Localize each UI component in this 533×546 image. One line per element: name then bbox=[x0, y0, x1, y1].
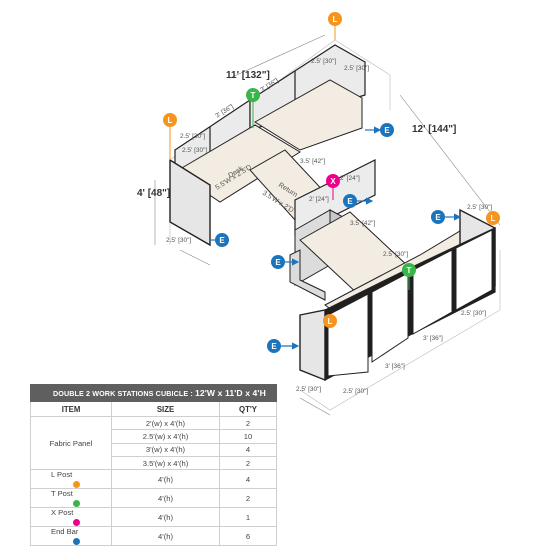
dim-top-1: 2.5' [30"] bbox=[311, 58, 336, 65]
desk-surface-back bbox=[254, 79, 363, 151]
l-post-dot-icon bbox=[73, 480, 80, 488]
table-header-row: ITEM SIZE QT'Y bbox=[30, 401, 277, 417]
workstation-lower bbox=[289, 208, 496, 382]
dim-overall-depth: 12' [144"] bbox=[412, 124, 456, 135]
fabric-size: 2'(w) x 4'(h) bbox=[111, 415, 220, 431]
table-row: End Bar 4'(h) 6 bbox=[30, 526, 277, 546]
x-post-label: X Post bbox=[51, 508, 74, 518]
svg-text:E: E bbox=[275, 258, 281, 267]
l-post-size: 4'(h) bbox=[111, 469, 220, 490]
t-post-label: T Post bbox=[51, 489, 73, 499]
table-title: DOUBLE 2 WORK STATIONS CUBICLE : bbox=[53, 389, 195, 398]
dim-right-2: 2.5' [30"] bbox=[461, 310, 486, 317]
dimension-lines bbox=[154, 34, 501, 416]
fabric-qty: 4 bbox=[219, 442, 277, 457]
fabric-qty: 10 bbox=[219, 429, 277, 444]
dim-right-1: 2.5' [30"] bbox=[467, 204, 492, 211]
fabric-panel-label: Fabric Panel bbox=[30, 415, 112, 471]
l-post-badge-left: L bbox=[163, 113, 177, 160]
panel-left-end-lower bbox=[299, 309, 326, 382]
header-size: SIZE bbox=[111, 401, 220, 417]
t-post-qty: 2 bbox=[219, 488, 277, 509]
svg-text:L: L bbox=[328, 317, 333, 326]
svg-text:E: E bbox=[347, 197, 353, 206]
svg-text:E: E bbox=[435, 213, 441, 222]
table-row: L Post 4'(h) 4 bbox=[30, 469, 277, 490]
dim-mid-5: 2.5' [30"] bbox=[383, 251, 408, 258]
dim-right-3: 3' [36"] bbox=[423, 335, 443, 342]
dim-bottom-2: 2.5' [30"] bbox=[343, 388, 368, 395]
table-row: T Post 4'(h) 2 bbox=[30, 488, 277, 509]
end-bar-dot-icon bbox=[73, 537, 80, 545]
end-bar-size: 4'(h) bbox=[111, 526, 220, 546]
svg-text:E: E bbox=[271, 342, 277, 351]
header-qty: QT'Y bbox=[219, 401, 277, 417]
dim-top-2: 2.5' [30"] bbox=[344, 65, 369, 72]
dim-mid-4: 3.5' [42"] bbox=[350, 220, 375, 227]
svg-text:X: X bbox=[330, 177, 336, 186]
l-post-qty: 4 bbox=[219, 469, 277, 490]
l-post-badge-bottom: L bbox=[323, 314, 337, 328]
svg-text:L: L bbox=[491, 214, 496, 223]
fabric-size: 3.5'(w) x 4'(h) bbox=[111, 455, 220, 471]
l-post-badge-right: L bbox=[486, 211, 500, 225]
svg-text:T: T bbox=[407, 266, 412, 275]
cubicle-layout-diagram: 11' [132"] 12' [144"] 4' [48"] 2.5' [30"… bbox=[137, 12, 501, 416]
end-bar-label: End Bar bbox=[51, 527, 79, 537]
x-post-badge: X bbox=[326, 174, 340, 200]
fabric-size: 2.5'(w) x 4'(h) bbox=[111, 429, 220, 444]
dim-mid-3: 2' [24"] bbox=[309, 196, 329, 203]
x-post-qty: 1 bbox=[219, 507, 277, 528]
dim-bottom-1: 3' [36"] bbox=[385, 363, 405, 370]
dim-bottom-3: 2.5' [30"] bbox=[296, 386, 321, 393]
dim-left-1: 2.5' [30"] bbox=[180, 133, 205, 140]
svg-text:E: E bbox=[219, 236, 225, 245]
panel-divider bbox=[294, 159, 376, 236]
fabric-qty: 2 bbox=[219, 455, 277, 471]
t-post-size: 4'(h) bbox=[111, 488, 220, 509]
end-bar-qty: 6 bbox=[219, 526, 277, 546]
table-row: 2.5'(w) x 4'(h) 10 bbox=[31, 429, 277, 444]
svg-text:L: L bbox=[168, 116, 173, 125]
end-bar-badge-4: E bbox=[431, 210, 462, 224]
table-row: X Post 4'(h) 1 bbox=[30, 507, 277, 528]
header-item: ITEM bbox=[30, 401, 112, 417]
dim-height: 4' [48"] bbox=[137, 188, 170, 199]
dim-mid-1: 3.5' [42"] bbox=[300, 158, 325, 165]
end-bar-badge-3: E bbox=[343, 194, 374, 208]
end-bar-badge-1: E bbox=[365, 123, 394, 137]
svg-text:L: L bbox=[333, 15, 338, 24]
fabric-size: 3'(w) x 4'(h) bbox=[111, 442, 220, 457]
t-post-badge-top: T bbox=[246, 88, 260, 128]
dim-overall-width: 11' [132"] bbox=[226, 70, 270, 81]
svg-text:E: E bbox=[384, 126, 390, 135]
panel-front-left bbox=[169, 158, 211, 247]
l-post-label: L Post bbox=[51, 470, 73, 480]
end-bar-badge-2: E bbox=[210, 233, 229, 247]
dimension-labels: 11' [132"] 12' [144"] 4' [48"] 2.5' [30"… bbox=[137, 58, 492, 395]
table-title-dimensions: 12'W x 11'D x 4'H bbox=[195, 388, 266, 398]
end-bar-badge-6: E bbox=[267, 339, 300, 353]
dim-left-2: 2.5' [30"] bbox=[182, 147, 207, 154]
svg-text:T: T bbox=[251, 91, 256, 100]
dim-mid-2: 2' [24"] bbox=[340, 175, 360, 182]
fabric-qty: 2 bbox=[219, 415, 277, 431]
t-post-dot-icon bbox=[73, 499, 80, 507]
badges: L L L L T T X bbox=[163, 12, 500, 353]
end-bar-badge-5: E bbox=[271, 255, 300, 269]
l-post-badge-top: L bbox=[328, 12, 342, 40]
table-title-row: DOUBLE 2 WORK STATIONS CUBICLE : 12'W x … bbox=[30, 384, 277, 402]
x-post-size: 4'(h) bbox=[111, 507, 220, 528]
t-post-badge-bottom: T bbox=[402, 263, 416, 290]
parts-spec-table: DOUBLE 2 WORK STATIONS CUBICLE : 12'W x … bbox=[30, 384, 277, 546]
x-post-dot-icon bbox=[73, 518, 80, 526]
dim-left-3: 2.5' [30"] bbox=[166, 237, 191, 244]
table-row: Fabric Panel 2'(w) x 4'(h) 2 bbox=[30, 415, 277, 471]
table-row: 3.5'(w) x 4'(h) 2 bbox=[31, 455, 277, 471]
